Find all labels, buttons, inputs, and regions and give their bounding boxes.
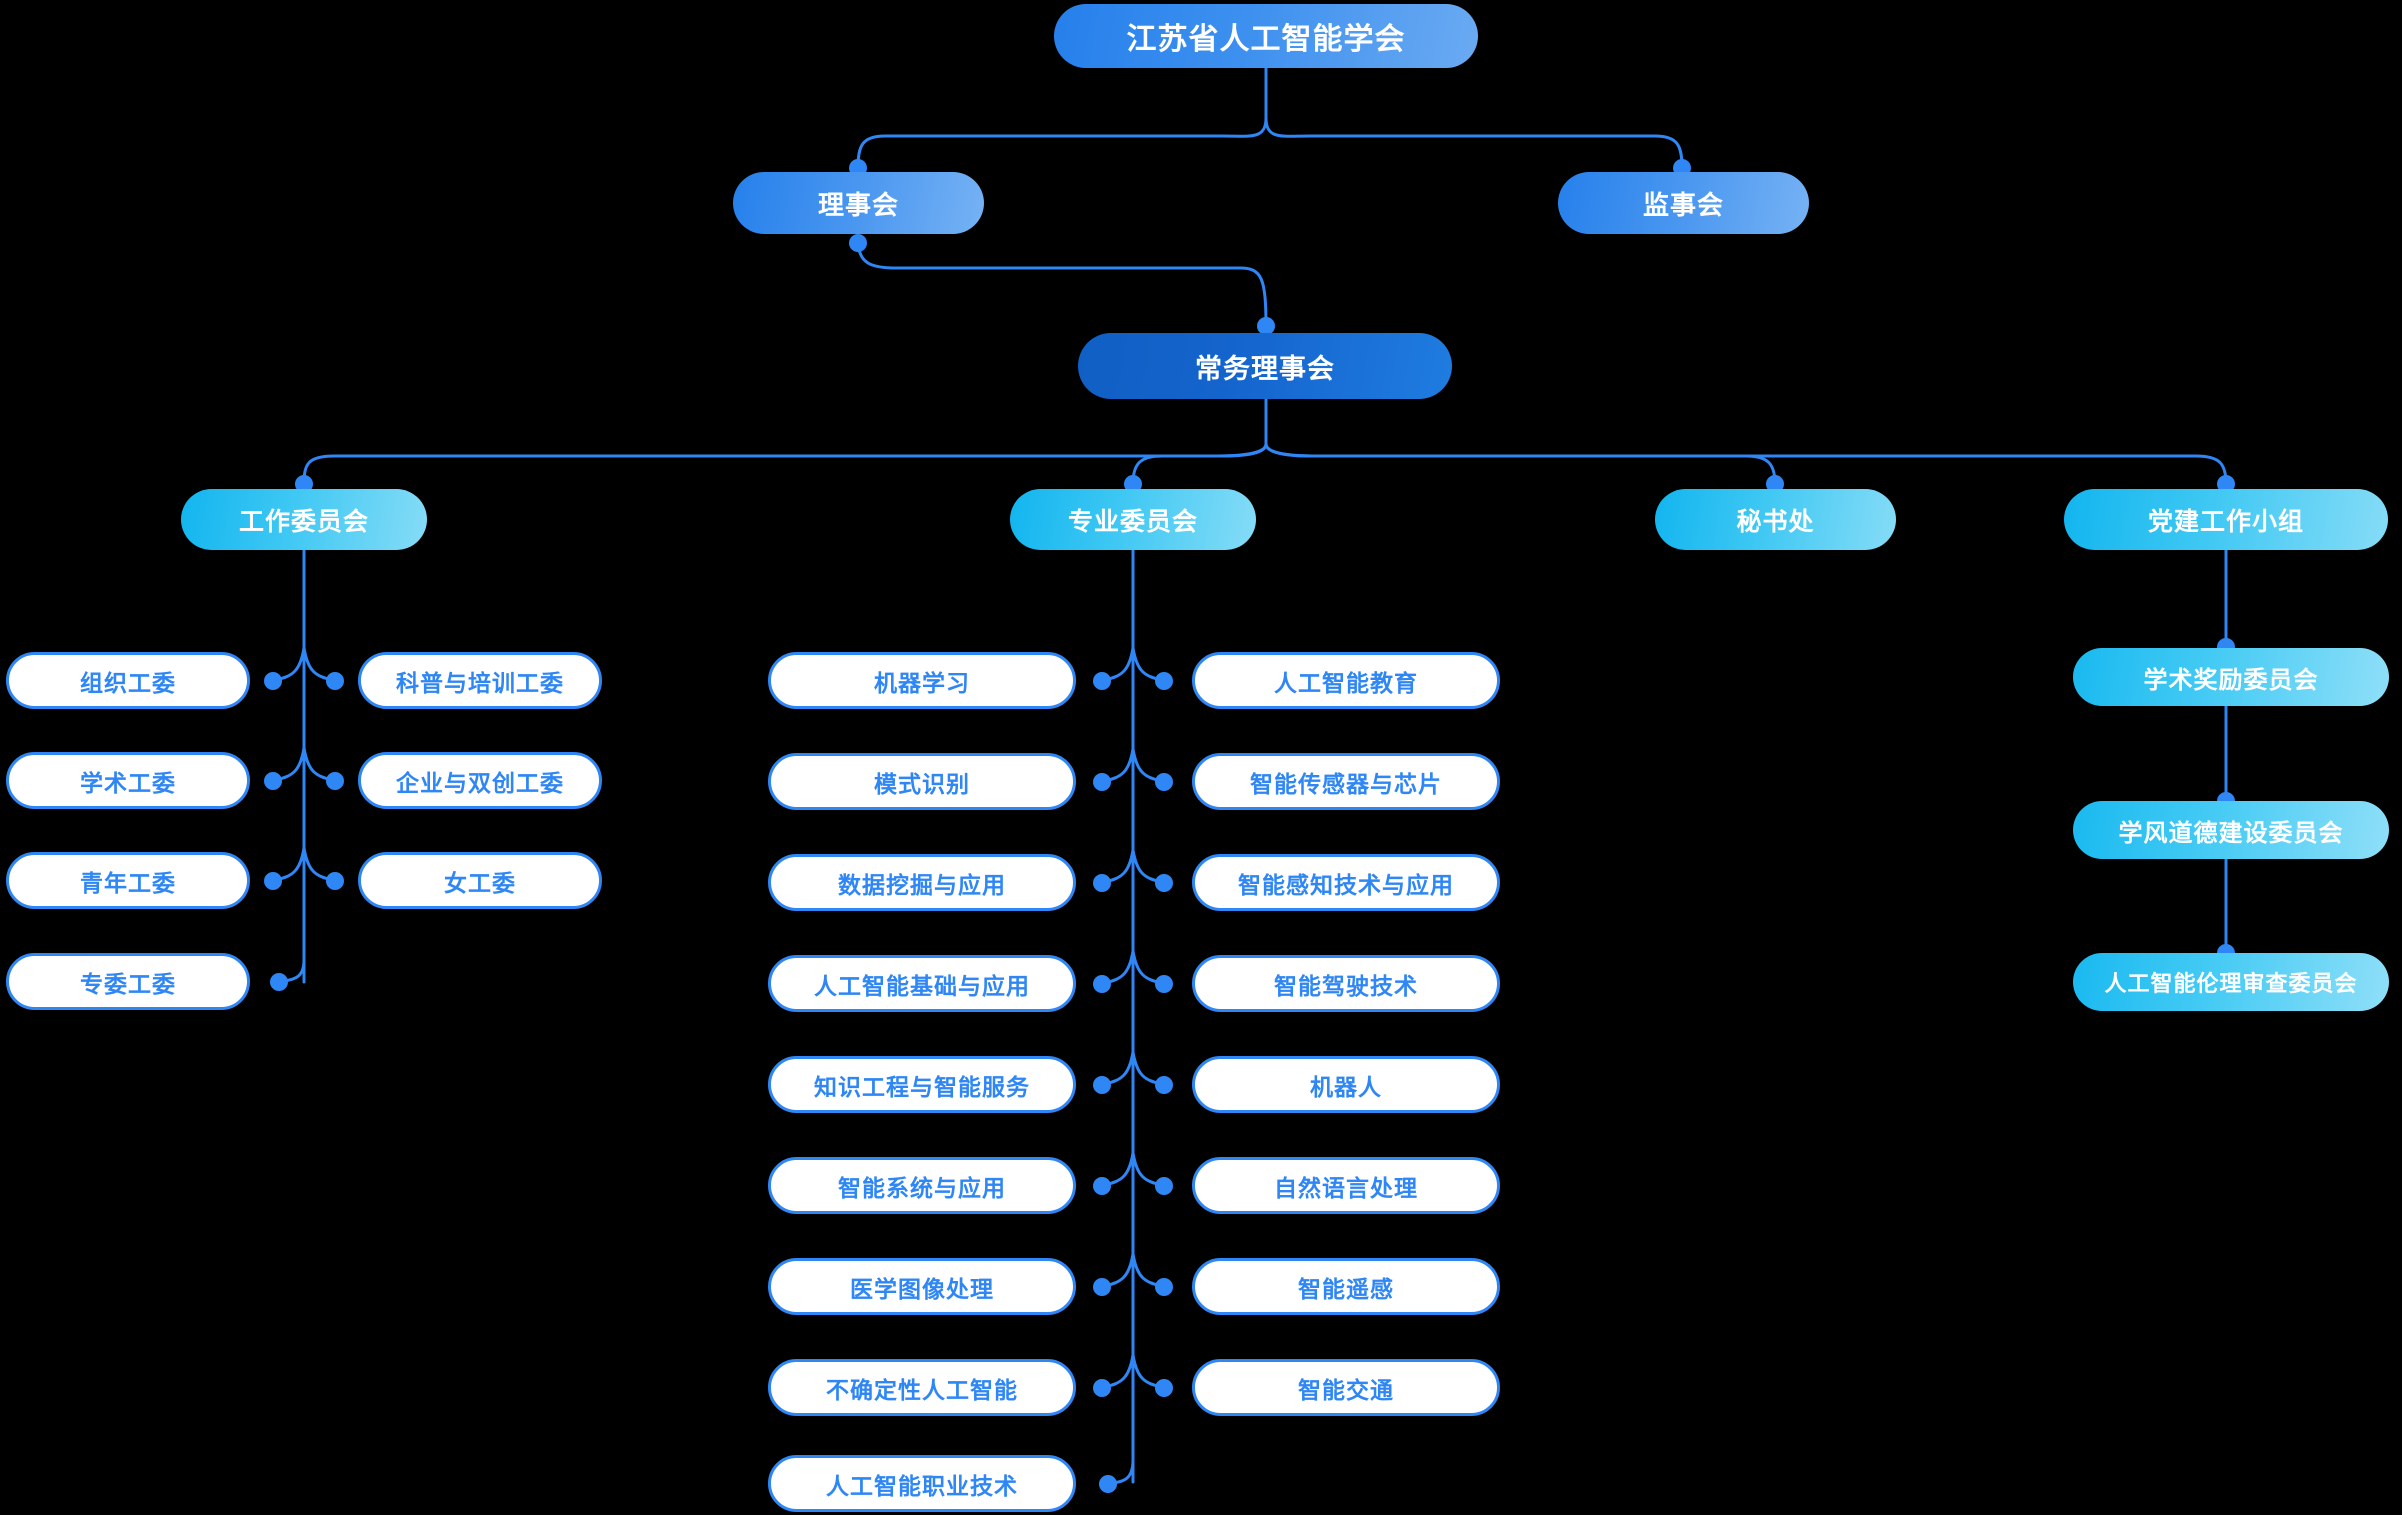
link-work-branch-right-2 xyxy=(302,746,334,782)
dot-work-l1 xyxy=(264,672,282,690)
node-prof-right-1[interactable]: 人工智能教育 xyxy=(1192,652,1500,709)
node-council[interactable]: 理事会 xyxy=(733,172,984,234)
link-prof-branch-left-3 xyxy=(1103,848,1135,884)
node-prof-left-9[interactable]: 人工智能职业技术 xyxy=(768,1455,1076,1512)
link-work-branch-left-3 xyxy=(274,846,306,882)
node-prof-left-6[interactable]: 智能系统与应用 xyxy=(768,1157,1076,1214)
dot-prof-r2 xyxy=(1155,773,1173,791)
link-root-to-supervisor xyxy=(1264,116,1684,170)
link-prof-branch-left-6 xyxy=(1103,1151,1135,1187)
node-work-left-1[interactable]: 组织工委 xyxy=(6,652,250,709)
link-prof-branch-left-2 xyxy=(1103,747,1135,783)
dot-prof-r8 xyxy=(1155,1379,1173,1397)
dot-prof-l8 xyxy=(1093,1379,1111,1397)
link-council-to-standing xyxy=(856,238,1268,330)
link-prof-branch-left-8 xyxy=(1103,1353,1135,1389)
node-party-sub-2[interactable]: 学风道德建设委员会 xyxy=(2073,801,2389,859)
link-standing-to-prof xyxy=(1131,442,1268,486)
node-prof-left-3[interactable]: 数据挖掘与应用 xyxy=(768,854,1076,911)
dot-work-r1 xyxy=(326,672,344,690)
link-standing-to-party xyxy=(1264,442,2228,486)
dot-work-l2 xyxy=(264,772,282,790)
link-prof-branch-right-1 xyxy=(1131,646,1163,682)
node-prof-left-5[interactable]: 知识工程与智能服务 xyxy=(768,1056,1076,1113)
link-work-branch-left-4 xyxy=(280,958,306,983)
dot-prof-l6 xyxy=(1093,1177,1111,1195)
node-prof-left-7[interactable]: 医学图像处理 xyxy=(768,1258,1076,1315)
link-prof-branch-right-2 xyxy=(1131,747,1163,783)
node-prof-right-8[interactable]: 智能交通 xyxy=(1192,1359,1500,1416)
dot-prof-r7 xyxy=(1155,1278,1173,1296)
node-work-right-3[interactable]: 女工委 xyxy=(358,852,602,909)
dot-prof-r6 xyxy=(1155,1177,1173,1195)
link-work-branch-right-1 xyxy=(302,646,334,682)
link-work-branch-right-3 xyxy=(302,846,334,882)
dot-prof-l7 xyxy=(1093,1278,1111,1296)
node-party-building-group[interactable]: 党建工作小组 xyxy=(2064,489,2388,550)
link-work-branch-left-1 xyxy=(274,646,306,682)
link-work-branch-left-2 xyxy=(274,746,306,782)
node-work-left-3[interactable]: 青年工委 xyxy=(6,852,250,909)
dot-work-l3 xyxy=(264,872,282,890)
node-work-left-2[interactable]: 学术工委 xyxy=(6,752,250,809)
node-prof-right-5[interactable]: 机器人 xyxy=(1192,1056,1500,1113)
node-prof-right-3[interactable]: 智能感知技术与应用 xyxy=(1192,854,1500,911)
node-prof-right-2[interactable]: 智能传感器与芯片 xyxy=(1192,753,1500,810)
dot-work-l4 xyxy=(270,973,288,991)
link-prof-branch-right-5 xyxy=(1131,1050,1163,1086)
link-prof-branch-right-7 xyxy=(1131,1252,1163,1288)
node-prof-left-1[interactable]: 机器学习 xyxy=(768,652,1076,709)
node-work-left-4[interactable]: 专委工委 xyxy=(6,953,250,1010)
node-root-society[interactable]: 江苏省人工智能学会 xyxy=(1054,4,1478,68)
node-prof-right-4[interactable]: 智能驾驶技术 xyxy=(1192,955,1500,1012)
link-prof-branch-right-8 xyxy=(1131,1353,1163,1389)
node-party-sub-1[interactable]: 学术奖励委员会 xyxy=(2073,648,2389,706)
link-standing-to-work xyxy=(302,442,1268,486)
link-prof-branch-left-9 xyxy=(1109,1458,1135,1485)
node-secretariat[interactable]: 秘书处 xyxy=(1655,489,1896,550)
link-prof-branch-right-6 xyxy=(1131,1151,1163,1187)
dot-prof-l2 xyxy=(1093,773,1111,791)
dot-prof-l1 xyxy=(1093,672,1111,690)
link-prof-branch-left-4 xyxy=(1103,949,1135,985)
node-prof-left-4[interactable]: 人工智能基础与应用 xyxy=(768,955,1076,1012)
node-prof-right-6[interactable]: 自然语言处理 xyxy=(1192,1157,1500,1214)
dot-prof-r4 xyxy=(1155,975,1173,993)
link-prof-branch-left-1 xyxy=(1103,646,1135,682)
dot-prof-r1 xyxy=(1155,672,1173,690)
dot-prof-l4 xyxy=(1093,975,1111,993)
dot-work-r3 xyxy=(326,872,344,890)
node-standing-council[interactable]: 常务理事会 xyxy=(1078,333,1452,399)
link-root-to-council xyxy=(856,116,1268,170)
dot-prof-l3 xyxy=(1093,874,1111,892)
link-prof-branch-left-7 xyxy=(1103,1252,1135,1288)
node-prof-left-8[interactable]: 不确定性人工智能 xyxy=(768,1359,1076,1416)
node-party-sub-3[interactable]: 人工智能伦理审查委员会 xyxy=(2073,953,2389,1011)
node-prof-right-7[interactable]: 智能遥感 xyxy=(1192,1258,1500,1315)
link-prof-branch-right-3 xyxy=(1131,848,1163,884)
dot-prof-l9 xyxy=(1099,1475,1117,1493)
node-professional-committee[interactable]: 专业委员会 xyxy=(1010,489,1256,550)
node-work-right-1[interactable]: 科普与培训工委 xyxy=(358,652,602,709)
dot-prof-r5 xyxy=(1155,1076,1173,1094)
node-work-committee[interactable]: 工作委员会 xyxy=(181,489,427,550)
dot-council-bottom xyxy=(849,234,867,252)
dot-prof-r3 xyxy=(1155,874,1173,892)
node-prof-left-2[interactable]: 模式识别 xyxy=(768,753,1076,810)
link-standing-to-secretariat xyxy=(1264,442,1777,486)
link-prof-branch-right-4 xyxy=(1131,949,1163,985)
dot-work-r2 xyxy=(326,772,344,790)
node-work-right-2[interactable]: 企业与双创工委 xyxy=(358,752,602,809)
link-prof-branch-left-5 xyxy=(1103,1050,1135,1086)
dot-prof-l5 xyxy=(1093,1076,1111,1094)
node-board-of-supervisors[interactable]: 监事会 xyxy=(1558,172,1809,234)
